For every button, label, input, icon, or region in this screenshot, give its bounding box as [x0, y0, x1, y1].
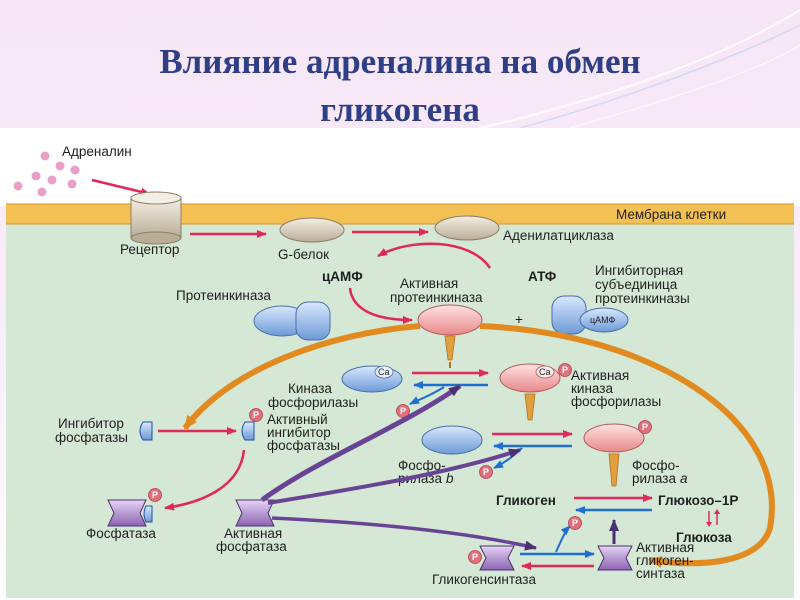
- active-kinase-label-1: Активная: [571, 368, 629, 383]
- page-title: Влияние адреналина на обмен гликогена: [0, 38, 800, 134]
- phosphatase-label: Фосфатаза: [86, 526, 156, 541]
- active-pk-label-2: протеинкиназа: [390, 290, 483, 305]
- active-protein-kinase-shape: [417, 304, 483, 336]
- adenylate-cyclase-label: Аденилатциклаза: [503, 228, 614, 243]
- kinase-p-release-arrow: [409, 386, 445, 405]
- title-line-1: Влияние адреналина на обмен: [159, 42, 641, 81]
- cell-membrane: [6, 204, 794, 224]
- active-glycogen-synthase-shape: [597, 545, 633, 571]
- plus-sign: +: [515, 312, 523, 327]
- active-inhibitor-shape: [241, 421, 255, 441]
- active-phosphatase-label-1: Активная: [224, 526, 282, 541]
- camp-to-kinase-arrow: [348, 287, 413, 324]
- active-phosphatase-label-2: фосфатаза: [216, 539, 287, 554]
- atp-to-camp-arrow: [377, 242, 492, 269]
- camp-label: цАМФ: [322, 269, 363, 284]
- phosphatase-to-synthase-arrow: [271, 516, 537, 551]
- active-inhibitor-label-3: фосфатазы: [267, 438, 340, 453]
- ca-label-2: Ca: [539, 367, 551, 377]
- synthase-p-release-arrow: [555, 525, 571, 553]
- phosphorylase-a-suffix: а: [680, 471, 688, 486]
- phosphatase-inhibitor-label-2: фосфатазы: [55, 430, 128, 445]
- adrenaline-molecules: [13, 151, 80, 197]
- pk-stalk: [444, 335, 456, 361]
- phosphorylase-b-label-1: Фосфо-: [398, 458, 446, 473]
- ca-label-1: Ca: [378, 367, 390, 377]
- active-gs-label-2: гликоген-: [636, 553, 694, 568]
- glucose-1p-label: Глюкозо–1Р: [658, 493, 738, 508]
- active-kinase-label-2: киназа: [571, 381, 613, 396]
- adenylate-cyclase-shape: [434, 215, 500, 241]
- glucose-label: Глюкоза: [676, 530, 732, 545]
- phosphorylase-b-shape: [421, 425, 483, 455]
- glycogen-regulation-diagram: P Адреналин Мембрана клетки: [0, 128, 800, 598]
- active-inhibitor-label-1: Активный: [267, 412, 328, 427]
- g-protein-shape: [279, 217, 345, 243]
- active-kinase-stalk: [524, 393, 536, 421]
- g-protein-label: G-белок: [278, 247, 329, 262]
- inhib-subunit-label-3: протеинкиназы: [595, 291, 690, 306]
- adrenaline-to-receptor-arrow: [91, 178, 151, 196]
- active-kinase-label-3: фосфорилазы: [571, 394, 661, 409]
- active-gs-label-3: синтаза: [636, 566, 685, 581]
- atp-label: АТФ: [528, 269, 557, 284]
- inhibitory-subunit-shape: [551, 295, 629, 335]
- receptor-label: Рецептор: [120, 242, 179, 257]
- phosphorylase-a-label-2: рилаза: [632, 471, 676, 486]
- inhib-subunit-label-1: Ингибиторная: [595, 263, 683, 278]
- cell-membrane-label: Мембрана клетки: [616, 207, 726, 222]
- decorative-swoosh: [479, 9, 800, 128]
- orange-arrow-to-glycogen-synthase: [479, 323, 775, 568]
- active-gs-label-1: Активная: [636, 540, 694, 555]
- title-line-2: гликогена: [320, 90, 480, 129]
- glycogen-label: Гликоген: [496, 493, 556, 508]
- cytoplasm-area: [6, 206, 794, 598]
- extracellular-space: [0, 128, 800, 206]
- camp-small-label: цАМФ: [590, 315, 616, 325]
- inhib-subunit-label-2: субъединица: [595, 277, 678, 292]
- orange-arrow-to-phosphatase-inhibitor: [182, 323, 421, 430]
- phosphatase-inhibitor-label-1: Ингибитор: [58, 416, 124, 431]
- phosphorylase-a-shape: [583, 423, 645, 453]
- glycogen-synthase-label: Гликогенсинтаза: [432, 572, 536, 587]
- phosphorylase-b-suffix: b: [446, 471, 454, 486]
- phosphatase-shape: [107, 499, 147, 527]
- glycogen-synthase-shape: [479, 545, 515, 571]
- active-pk-label-1: Активная: [400, 276, 458, 291]
- phosphatase-to-phosphorylase-arrow: [267, 448, 521, 505]
- phosphatase-to-kinase-arrow: [260, 383, 462, 503]
- adrenaline-label: Адреналин: [62, 144, 132, 159]
- phosphorylase-a-label-1: Фосфо-: [632, 458, 680, 473]
- phosphorylase-kinase-label-1: Киназа: [288, 381, 332, 396]
- phosphorylase-a-stalk: [608, 453, 620, 487]
- protein-kinase-shape: [253, 301, 331, 341]
- phosphorylase-kinase-shape: [341, 365, 403, 393]
- receptor-shape: [130, 191, 182, 245]
- inhibitor-to-phosphatase-arrow: [164, 449, 246, 511]
- protein-kinase-label: Протеинкиназа: [176, 288, 271, 303]
- phosphorylase-kinase-label-2: фосфорилазы: [268, 395, 358, 410]
- active-inhibitor-label-2: ингибитор: [267, 425, 331, 440]
- phosphatase-inhibitor-shape: [139, 421, 153, 441]
